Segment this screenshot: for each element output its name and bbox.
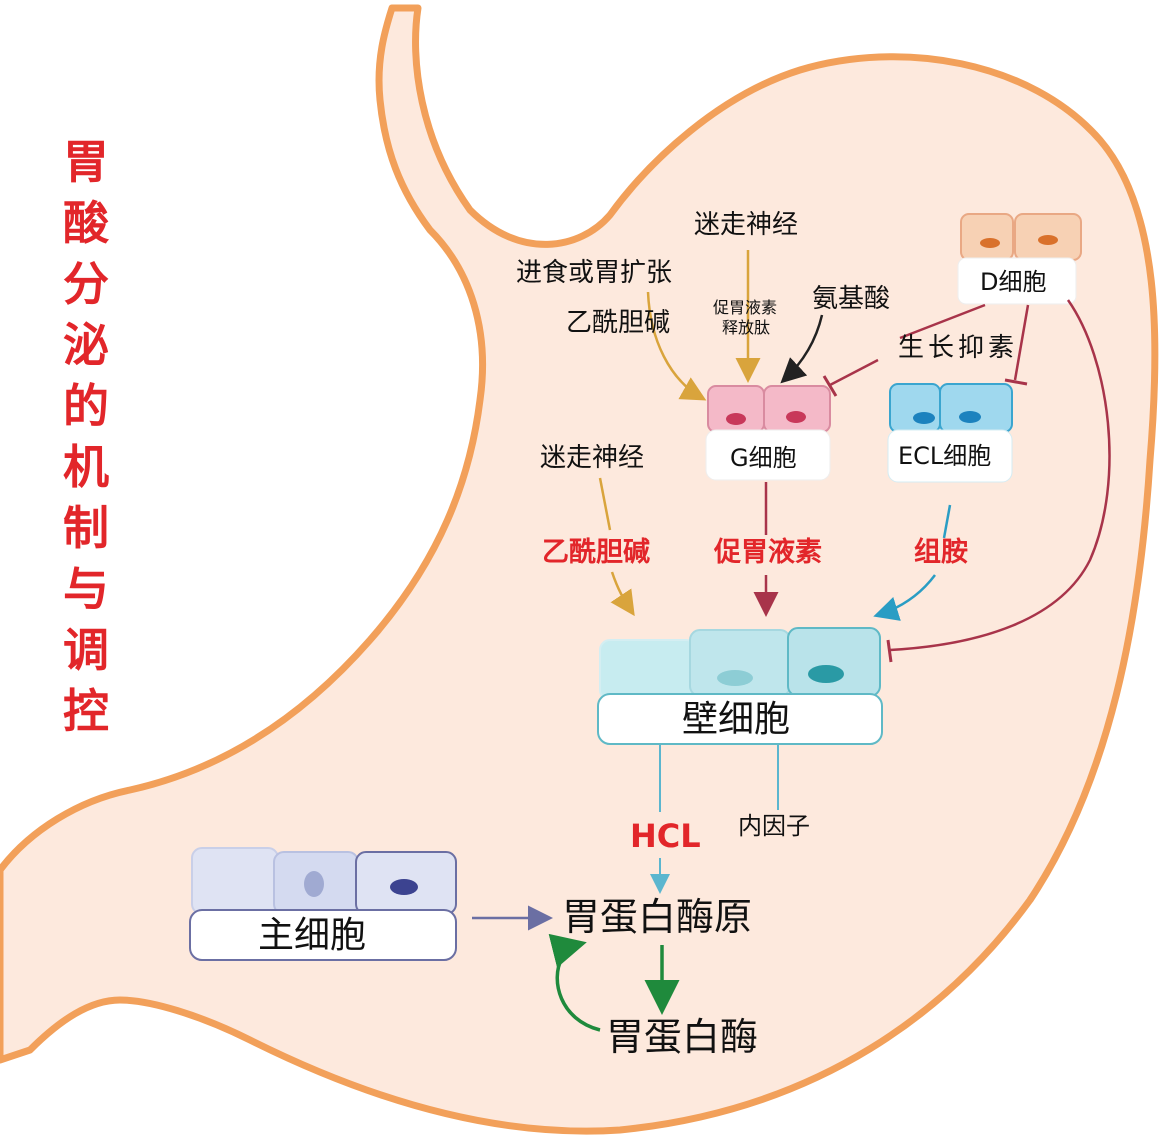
ecl-to-histamine-line (942, 504, 952, 539)
title-char: 分 (63, 257, 109, 311)
histamine-to-parietal-arrow (873, 574, 936, 621)
parietal-cell-label: 壁细胞 (682, 699, 791, 740)
chief-cell-icon (189, 847, 457, 961)
d-cell-label: D细胞 (980, 268, 1047, 296)
title-char: 机 (63, 440, 109, 494)
title-char: 胃 (63, 135, 109, 189)
title-char: 制 (63, 501, 109, 555)
somatostatin-inhibit-gcell (829, 358, 879, 387)
amino-acid-label: 氨基酸 (812, 284, 891, 314)
dcell-inhibit-parietal (889, 299, 1111, 652)
ach-to-parietal-arrow (610, 571, 635, 617)
somatostatin-label: 生长抑素 (898, 333, 1019, 363)
title-char: 与 (63, 562, 109, 616)
grp-label-line2: 释放肽 (722, 318, 771, 337)
grp-label-line1: 促胃液素 (713, 298, 778, 317)
ach-to-gcell-arrow (646, 291, 707, 401)
g-cell-icon (705, 385, 831, 481)
title-char: 酸 (63, 196, 109, 250)
ach-top-label: 乙酰胆碱 (566, 308, 671, 338)
title-char: 泌 (63, 318, 109, 372)
pepsinogen-label: 胃蛋白酶原 (562, 895, 753, 939)
eating-label: 进食或胃扩张 (516, 258, 673, 288)
pepsin-feedback-arrow (548, 933, 601, 1032)
vertical-title: 胃 酸 分 泌 的 机 制 与 调 控 (58, 132, 114, 742)
ach-red-label: 乙酰胆碱 (542, 537, 650, 568)
g-cell-label: G细胞 (730, 444, 797, 472)
hcl-label: HCL (630, 817, 701, 855)
parietal-cell-icon (597, 627, 883, 745)
chief-cell-label: 主细胞 (258, 915, 367, 956)
stomach-shape (0, 4, 1159, 1135)
dcell-to-somatostatin-line (899, 303, 986, 340)
title-char: 的 (63, 379, 109, 433)
vagus-left-arrow (598, 477, 612, 531)
d-cell-icon (957, 213, 1082, 305)
vagus-left-label: 迷走神经 (540, 443, 645, 473)
title-char: 控 (63, 684, 109, 738)
vagus-top-label: 迷走神经 (694, 210, 799, 240)
amino-acid-to-gcell-arrow (780, 314, 824, 384)
intrinsic-factor-label: 内因子 (738, 812, 810, 840)
histamine-red-label: 组胺 (914, 537, 968, 568)
dcell-to-ecl-line (1013, 304, 1030, 381)
gastrin-red-label: 促胃液素 (714, 537, 822, 568)
pepsin-label: 胃蛋白酶 (606, 1015, 759, 1059)
title-char: 调 (63, 623, 109, 677)
ecl-cell-icon (887, 383, 1013, 483)
ecl-cell-label: ECL细胞 (898, 442, 992, 470)
